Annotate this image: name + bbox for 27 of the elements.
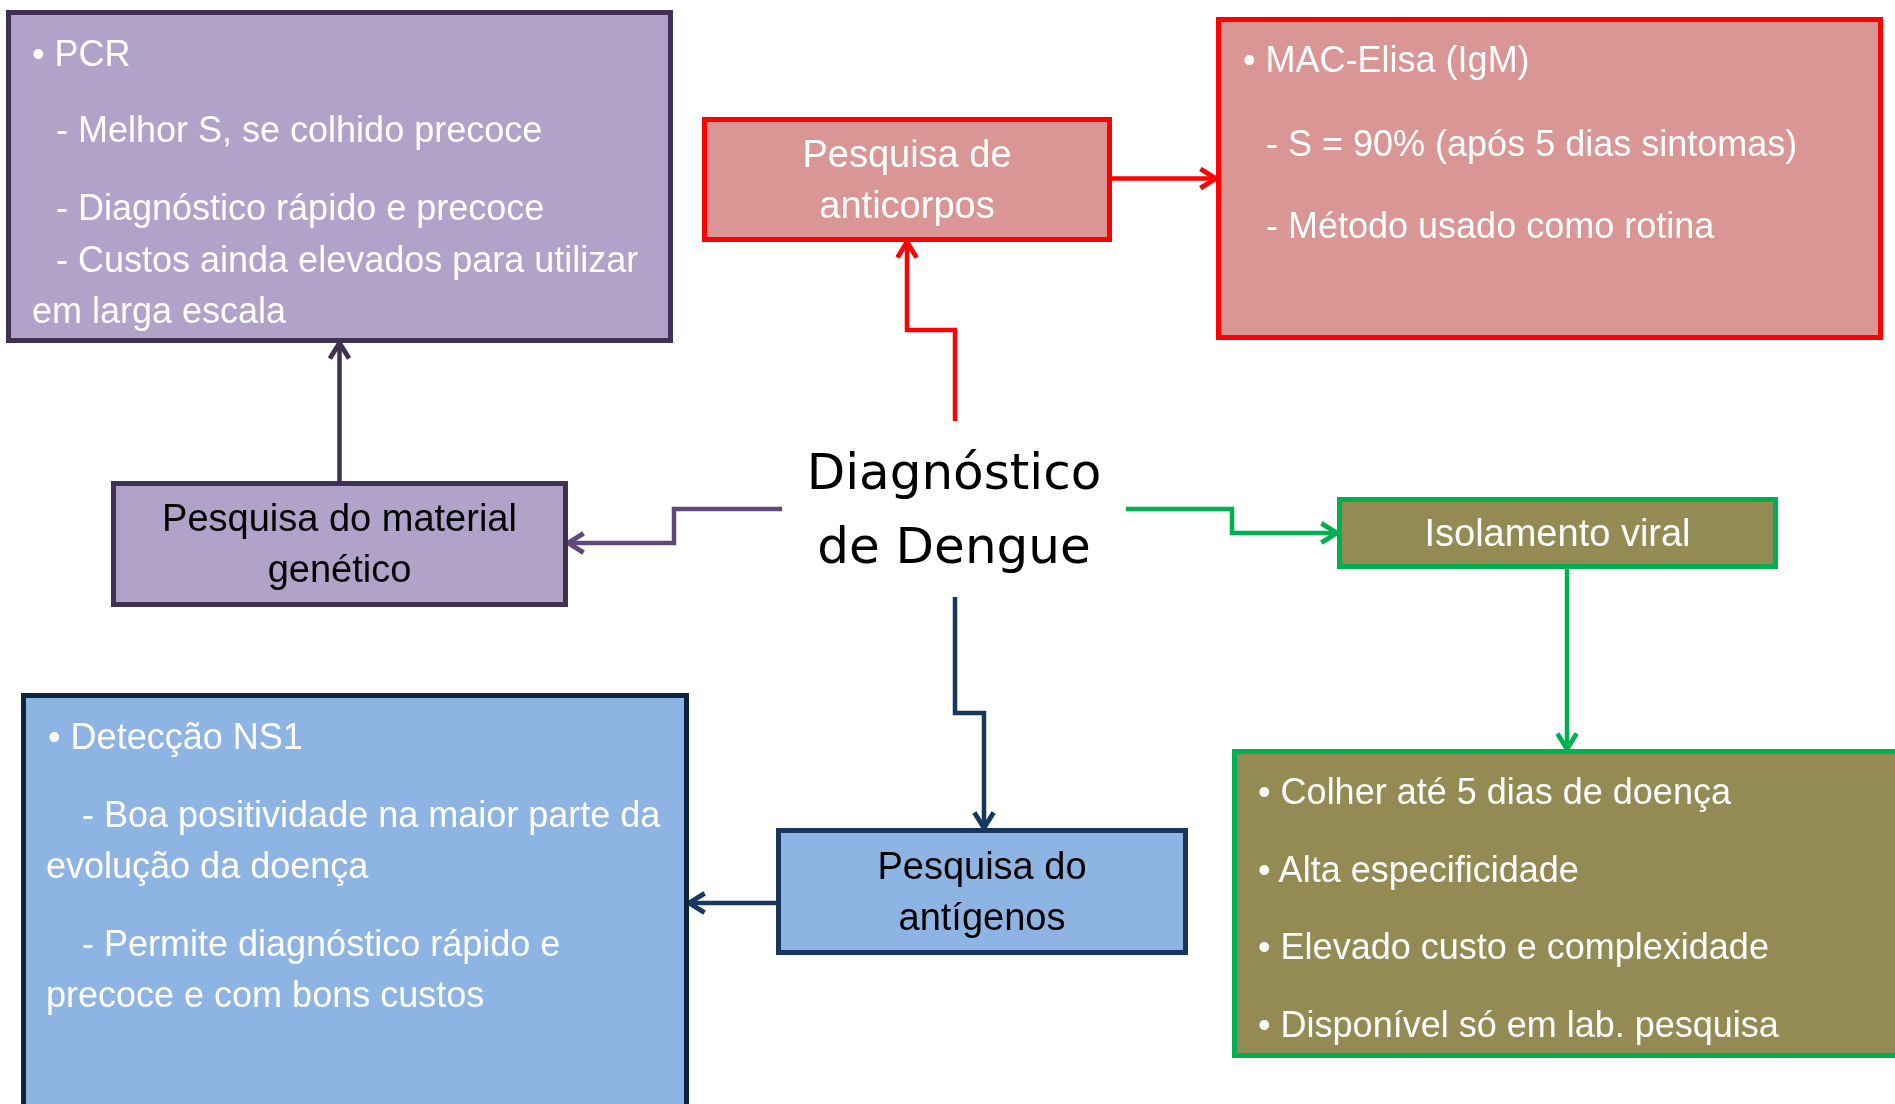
bullet-text: • Alta especificidade bbox=[1258, 848, 1580, 892]
bullet-text: - Permite diagnóstico rápido e precoce e com bons custos bbox=[46, 922, 562, 1017]
box-label: Pesquisa do material genético bbox=[161, 496, 518, 592]
box-label: Pesquisa do antígenos bbox=[876, 843, 1088, 940]
bullet-text: - Melhor S, se colhido precoce bbox=[56, 108, 544, 152]
bullet-text: • Disponível só em lab. pesquisa bbox=[1258, 1003, 1780, 1047]
bullet-text: • MAC-Elisa (IgM) bbox=[1243, 38, 1531, 82]
bullet-text: - Boa positividade na maior parte da evolução da doença bbox=[46, 793, 662, 888]
process-box bbox=[776, 828, 1188, 955]
box-label: Pesquisa de anticorpos bbox=[801, 131, 1013, 228]
bullet-text: - Custos ainda elevados para utilizar em larga escala bbox=[32, 238, 640, 333]
bullet-text: • Detecção NS1 bbox=[48, 715, 304, 759]
box-label: Isolamento viral bbox=[1423, 510, 1692, 556]
info-panel bbox=[6, 10, 673, 343]
process-box bbox=[111, 481, 568, 607]
info-panel bbox=[1232, 749, 1895, 1058]
bullet-text: • Colher até 5 dias de doença bbox=[1258, 770, 1732, 814]
topic-label: Diagnóstico de Dengue bbox=[805, 442, 1103, 577]
info-panel bbox=[1216, 17, 1883, 340]
process-box bbox=[702, 117, 1112, 242]
bullet-text: - Diagnóstico rápido e precoce bbox=[56, 186, 546, 230]
bullet-text: - Método usado como rotina bbox=[1266, 204, 1716, 248]
info-panel bbox=[21, 693, 689, 1104]
bullet-text: - S = 90% (após 5 dias sintomas) bbox=[1266, 122, 1799, 166]
process-box bbox=[1337, 497, 1778, 569]
bullet-text: • Elevado custo e complexidade bbox=[1258, 925, 1770, 969]
bullet-text: • PCR bbox=[32, 32, 132, 76]
